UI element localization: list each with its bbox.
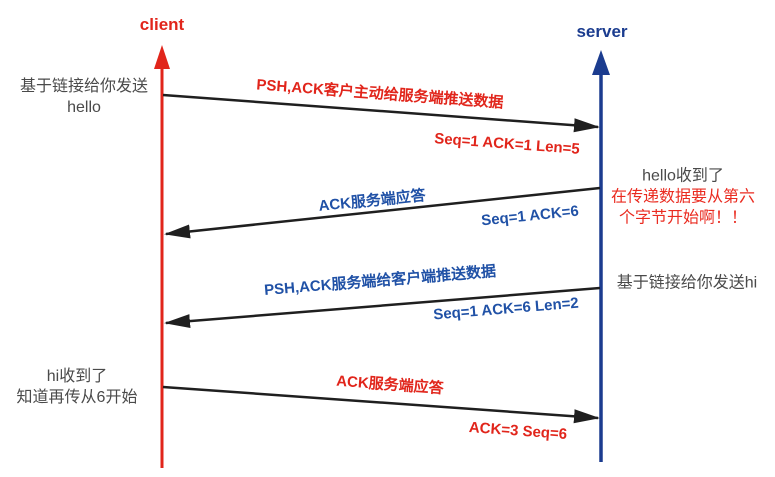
message-1-arrow (162, 93, 600, 133)
note-line: 基于链接给你发送 (19, 78, 149, 95)
actor-server-label: server (576, 22, 628, 41)
message-3-arrow (164, 286, 601, 329)
note-line: 基于链接给你发送hi (616, 274, 758, 292)
note-server-send-hi: 基于链接给你发送hi (617, 273, 757, 294)
note-line-red: 个字节开始啊！！ (618, 209, 748, 227)
note-line: hello (67, 99, 101, 116)
note-line-red: 在传递数据要从第六 (610, 188, 756, 206)
note-client-hi-received: hi收到了 知道再传从6开始 (17, 366, 138, 408)
message-2-arrow (164, 186, 601, 239)
note-server-hello-received: hello收到了 在传递数据要从第六 个字节开始啊！！ (611, 166, 755, 229)
actor-client-label: client (139, 15, 185, 34)
note-line: hi收到了 (46, 368, 108, 385)
note-client-send-hello: 基于链接给你发送 hello (20, 76, 148, 118)
note-line: hello收到了 (642, 167, 724, 185)
message-4-arrow (162, 385, 600, 424)
server-lifeline-arrowhead-icon (592, 50, 610, 75)
note-line: 知道再传从6开始 (16, 389, 138, 406)
client-lifeline-arrowhead-icon (154, 45, 170, 69)
